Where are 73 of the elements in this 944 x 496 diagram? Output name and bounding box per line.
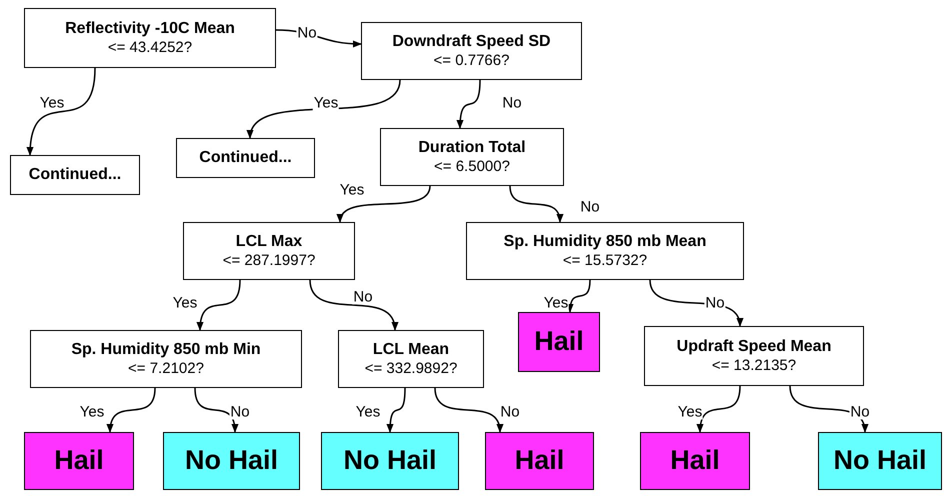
node-label: No Hail <box>184 444 278 478</box>
edge-label: No <box>499 404 521 420</box>
arrow <box>309 280 398 331</box>
arrow <box>649 280 742 327</box>
no-hail-leaf-box <box>818 432 942 490</box>
decision-box <box>361 22 582 80</box>
arrow <box>194 388 238 433</box>
node-label: Hail <box>54 444 104 478</box>
node-title: Updraft Speed Mean <box>676 336 832 357</box>
decision-box <box>183 222 355 280</box>
arrow <box>566 280 591 313</box>
node-condition: <= 0.7766? <box>434 52 510 70</box>
edge-label: No <box>579 200 601 214</box>
arrow <box>434 388 502 433</box>
arrow <box>107 388 156 433</box>
node-condition: <= 43.4252? <box>108 38 192 58</box>
arrow <box>27 68 96 156</box>
continued-box <box>176 138 315 178</box>
edge-label: Yes <box>542 296 570 310</box>
arrow <box>456 80 481 129</box>
node-condition: <= 332.9892? <box>364 360 458 378</box>
decision-box <box>466 222 744 280</box>
edge-label: No <box>229 404 251 420</box>
node-title: Duration Total <box>418 138 526 158</box>
hail-leaf-box <box>24 432 134 490</box>
node-title: LCL Mean <box>372 340 450 360</box>
hail-leaf-box <box>485 432 594 490</box>
decision-box <box>24 8 276 68</box>
edge-label: No <box>501 96 523 110</box>
decision-box <box>380 128 564 186</box>
node-label: No Hail <box>343 444 436 478</box>
decision-box <box>644 326 864 386</box>
node-condition: <= 287.1997? <box>222 252 316 270</box>
node-title: Sp. Humidity 850 mb Mean <box>504 232 706 252</box>
edge-label: Yes <box>312 96 340 110</box>
node-title: Sp. Humidity 850 mb Min <box>71 340 261 360</box>
decision-box <box>30 330 302 388</box>
node-label: Hail <box>670 444 720 478</box>
edge-label: Yes <box>676 404 704 420</box>
node-condition: <= 7.2102? <box>128 360 204 378</box>
arrow <box>509 186 562 223</box>
no-hail-leaf-box <box>321 432 459 490</box>
node-label: Hail <box>534 325 584 358</box>
edge-label: Yes <box>338 182 366 198</box>
node-title: Downdraft Speed SD <box>392 32 551 52</box>
arrow <box>386 388 406 433</box>
node-label: No Hail <box>833 444 926 478</box>
node-condition: <= 6.5000? <box>434 158 510 176</box>
continued-box <box>10 155 140 195</box>
node-title: Reflectivity -10C Mean <box>65 18 235 39</box>
decision-box <box>338 330 484 388</box>
arrow <box>338 186 431 223</box>
node-condition: <= 13.2135? <box>712 356 796 376</box>
arrow <box>197 280 241 331</box>
no-hail-leaf-box <box>163 432 300 490</box>
node-condition: <= 15.5732? <box>562 252 648 270</box>
hail-leaf-box <box>518 312 600 372</box>
edge-label: Yes <box>38 96 66 110</box>
edge-label: No <box>296 26 318 40</box>
hail-leaf-box <box>640 432 750 490</box>
edge-label: Yes <box>78 404 106 420</box>
edge-label: Yes <box>172 296 198 310</box>
edge-label: No <box>352 290 374 304</box>
node-title: LCL Max <box>236 232 302 252</box>
edge-label: Yes <box>354 404 382 420</box>
edge-label: No <box>704 296 726 310</box>
node-label: Continued... <box>199 148 292 168</box>
node-label: Continued... <box>28 165 122 185</box>
arrow <box>697 386 741 433</box>
arrow <box>789 386 868 433</box>
edge-label: No <box>849 404 871 420</box>
node-label: Hail <box>514 444 564 478</box>
arrow <box>276 29 362 48</box>
